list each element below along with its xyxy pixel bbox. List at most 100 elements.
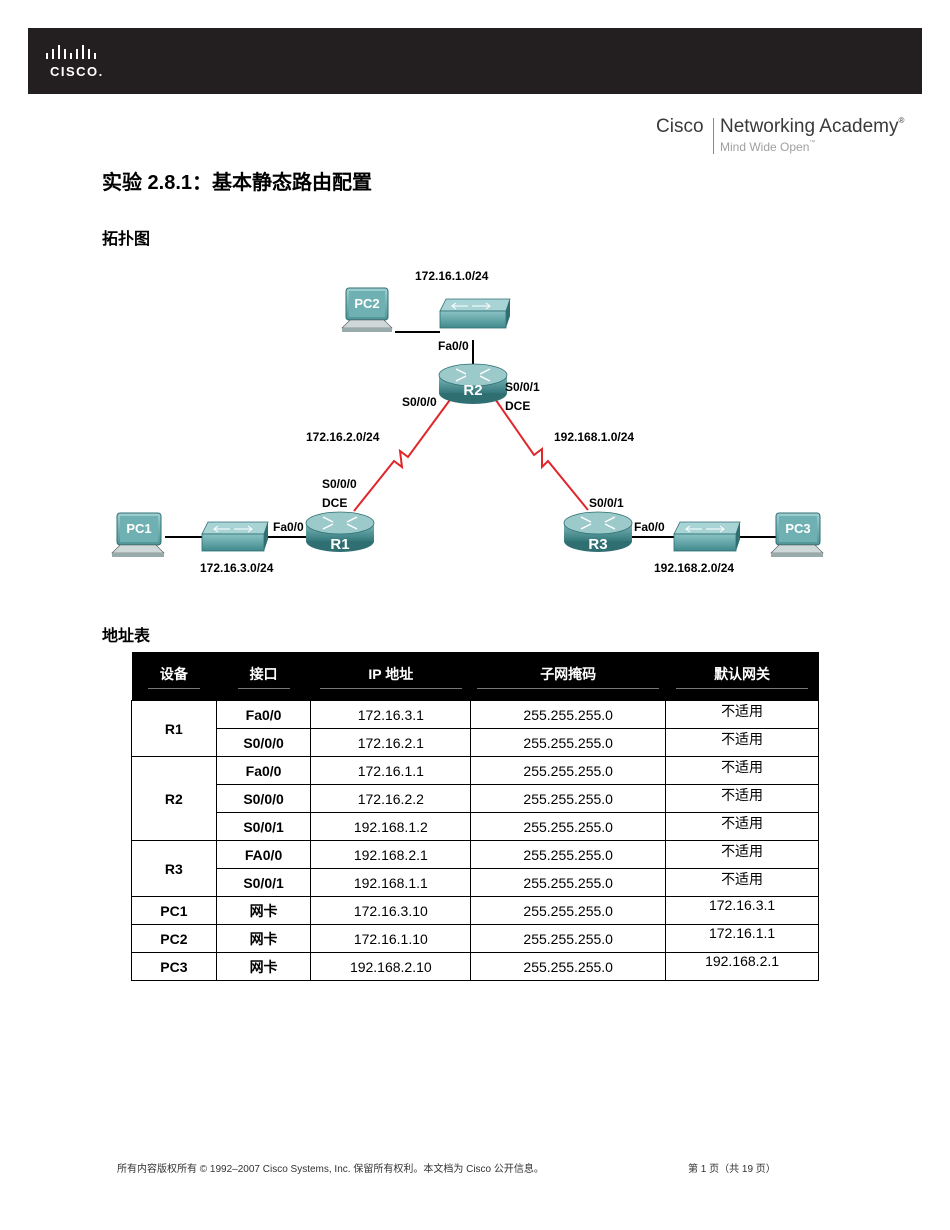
device-cell: PC1 bbox=[131, 896, 217, 925]
r3-s001-label: S0/0/1 bbox=[589, 496, 624, 510]
academy-name: Networking Academy® bbox=[720, 116, 904, 138]
gateway-cell: 172.16.1.1 bbox=[665, 924, 819, 953]
header-ip: IP 地址 bbox=[310, 652, 471, 701]
interface-cell: Fa0/0 bbox=[215, 700, 312, 729]
mask-cell: 255.255.255.0 bbox=[470, 812, 667, 841]
ip-cell: 172.16.1.10 bbox=[310, 924, 472, 953]
interface-cell: 网卡 bbox=[215, 924, 312, 953]
device-cell: PC3 bbox=[131, 952, 217, 981]
ip-cell: 192.168.2.1 bbox=[310, 840, 472, 869]
header-ip-text: IP 地址 bbox=[319, 664, 462, 689]
academy-brand: Cisco Networking Academy® Mind Wide Open… bbox=[656, 116, 926, 156]
network-192-168-2: 192.168.2.0/24 bbox=[654, 561, 734, 575]
header-mask-text: 子网掩码 bbox=[477, 664, 660, 689]
table-row: R3 FA0/0 192.168.2.1 255.255.255.0 不适用 bbox=[131, 840, 819, 897]
ip-cell: 192.168.2.10 bbox=[310, 952, 472, 981]
table-row: S0/0/0 172.16.2.2 255.255.255.0 不适用 bbox=[132, 784, 819, 813]
footer-copyright: 所有内容版权所有 © 1992–2007 Cisco Systems, Inc.… bbox=[117, 1164, 544, 1175]
device-cell: R1 bbox=[131, 700, 217, 757]
header-device-text: 设备 bbox=[147, 664, 200, 689]
network-172-16-3: 172.16.3.0/24 bbox=[200, 561, 274, 575]
gateway-cell: 不适用 bbox=[665, 700, 819, 729]
network-172-16-2: 172.16.2.0/24 bbox=[306, 430, 380, 444]
gateway-cell: 不适用 bbox=[665, 840, 819, 869]
mask-cell: 255.255.255.0 bbox=[470, 952, 667, 981]
network-172-16-1: 172.16.1.0/24 bbox=[415, 269, 489, 283]
device-cell: R2 bbox=[131, 756, 217, 841]
cisco-logo-text: CISCO. bbox=[50, 64, 104, 79]
table-row: R1 Fa0/0 172.16.3.1 255.255.255.0 不适用 bbox=[131, 700, 819, 757]
mask-cell: 255.255.255.0 bbox=[470, 728, 667, 757]
header-device: 设备 bbox=[131, 652, 217, 701]
cisco-logo: CISCO. bbox=[44, 44, 124, 84]
header-bar: CISCO. bbox=[28, 28, 922, 94]
table-row: PC1 网卡 172.16.3.10 255.255.255.0 172.16.… bbox=[131, 896, 819, 925]
academy-cisco: Cisco bbox=[656, 116, 704, 137]
mask-cell: 255.255.255.0 bbox=[470, 784, 667, 813]
header-interface-text: 接口 bbox=[237, 664, 290, 689]
network-192-168-1: 192.168.1.0/24 bbox=[554, 430, 634, 444]
academy-divider bbox=[713, 118, 714, 154]
header-gateway: 默认网关 bbox=[665, 652, 819, 701]
pc1-icon: PC1 bbox=[111, 512, 165, 557]
mask-cell: 255.255.255.0 bbox=[470, 868, 667, 897]
header-interface: 接口 bbox=[216, 652, 311, 701]
table-row: PC2 网卡 172.16.1.10 255.255.255.0 172.16.… bbox=[131, 924, 819, 953]
ethernet-links bbox=[165, 331, 780, 538]
page-title: 实验 2.8.1：基本静态路由配置 bbox=[102, 172, 373, 194]
interface-cell: S0/0/1 bbox=[215, 812, 312, 841]
r1-s000-label: S0/0/0 bbox=[322, 477, 357, 491]
ip-cell: 172.16.3.1 bbox=[310, 700, 472, 729]
r2-label: R2 bbox=[463, 382, 482, 399]
trademark-mark: ™ bbox=[809, 140, 816, 146]
pc1-label: PC1 bbox=[126, 521, 151, 536]
r2-fa-label: Fa0/0 bbox=[438, 339, 469, 353]
mask-cell: 255.255.255.0 bbox=[470, 840, 667, 869]
serial-link-r2-r3 bbox=[490, 392, 589, 511]
section-address-table-heading: 地址表 bbox=[102, 628, 151, 645]
pc3-icon: PC3 bbox=[770, 512, 824, 557]
r2-dce-label: DCE bbox=[505, 399, 530, 413]
interface-cell: Fa0/0 bbox=[215, 756, 312, 785]
registered-mark: ® bbox=[898, 116, 905, 125]
interface-cell: S0/0/0 bbox=[215, 728, 312, 757]
ip-cell: 172.16.2.2 bbox=[310, 784, 472, 813]
interface-cell: 网卡 bbox=[215, 952, 312, 981]
table-header-row: 设备 接口 IP 地址 子网掩码 默认网关 bbox=[131, 652, 819, 701]
gateway-cell: 172.16.3.1 bbox=[665, 896, 819, 925]
mask-cell: 255.255.255.0 bbox=[470, 896, 667, 925]
gateway-cell: 不适用 bbox=[665, 784, 819, 813]
router-r1-icon: R1 bbox=[305, 511, 375, 553]
academy-tagline: Mind Wide Open™ bbox=[720, 140, 815, 154]
pc3-label: PC3 bbox=[785, 521, 810, 536]
r1-label: R1 bbox=[330, 536, 349, 553]
ip-cell: 192.168.1.1 bbox=[310, 868, 472, 897]
ip-cell: 172.16.2.1 bbox=[310, 728, 472, 757]
mask-cell: 255.255.255.0 bbox=[470, 756, 667, 785]
device-cell: R3 bbox=[131, 840, 217, 897]
switch-1-icon bbox=[201, 521, 269, 552]
academy-tagline-text: Mind Wide Open bbox=[720, 140, 810, 154]
footer-page-number: 第 1 页（共 19 页） bbox=[688, 1164, 776, 1175]
section-topology-heading: 拓扑图 bbox=[102, 231, 151, 248]
mask-cell: 255.255.255.0 bbox=[470, 924, 667, 953]
serial-link-r1-r2 bbox=[353, 392, 456, 512]
serial-links bbox=[353, 392, 589, 512]
gateway-cell: 不适用 bbox=[665, 728, 819, 757]
table-row: PC3 网卡 192.168.2.10 255.255.255.0 192.16… bbox=[131, 952, 819, 981]
academy-name-text: Networking Academy bbox=[720, 116, 899, 137]
r3-label: R3 bbox=[588, 536, 607, 553]
router-r2-icon: R2 bbox=[438, 363, 508, 404]
gateway-cell: 不适用 bbox=[665, 756, 819, 785]
interface-cell: S0/0/1 bbox=[215, 868, 312, 897]
router-r3-icon: R3 bbox=[563, 511, 633, 553]
mask-cell: 255.255.255.0 bbox=[470, 700, 667, 729]
r2-s001-label: S0/0/1 bbox=[505, 380, 540, 394]
pc2-icon: PC2 bbox=[341, 287, 393, 332]
table-row: S0/0/0 172.16.2.1 255.255.255.0 不适用 bbox=[132, 728, 819, 757]
interface-cell: FA0/0 bbox=[215, 840, 312, 869]
address-table: 设备 接口 IP 地址 子网掩码 默认网关 R1 Fa0/0 172.16.3.… bbox=[131, 652, 819, 981]
ip-cell: 192.168.1.2 bbox=[310, 812, 472, 841]
switch-3-icon bbox=[673, 521, 741, 552]
ip-cell: 172.16.3.10 bbox=[310, 896, 472, 925]
